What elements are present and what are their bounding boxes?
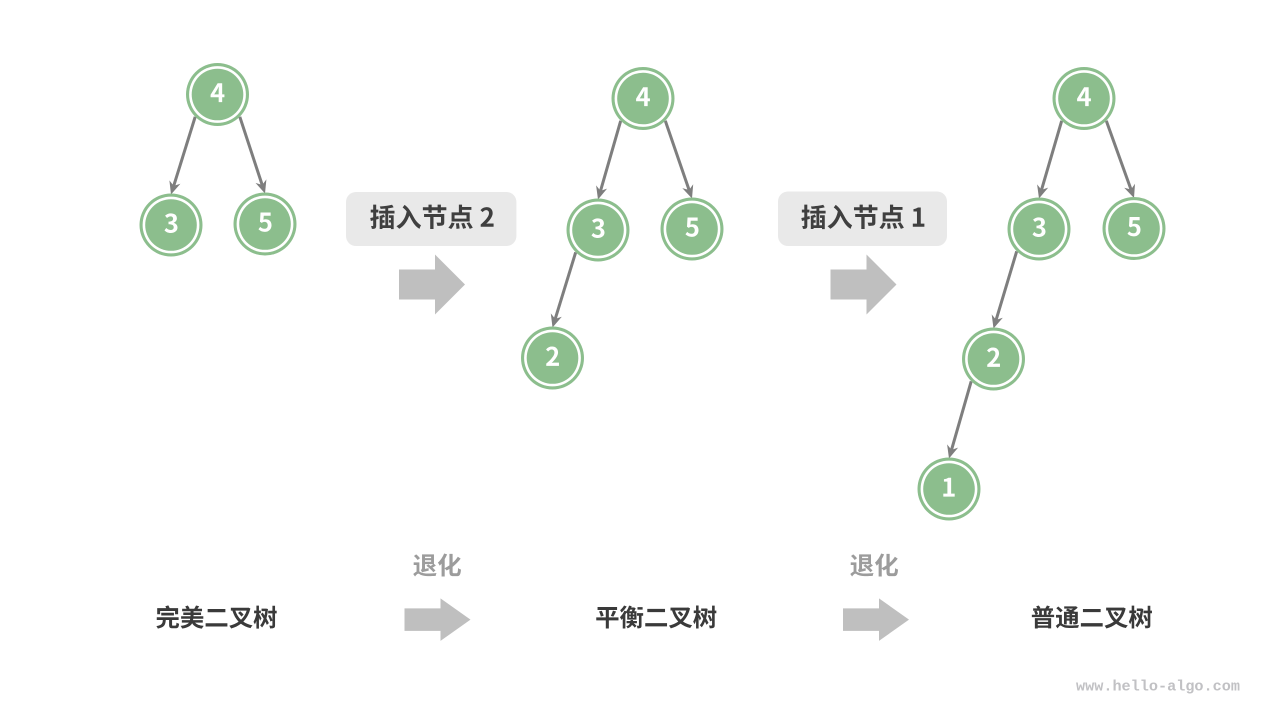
svg-text:www.hello-algo.com: www.hello-algo.com: [1076, 678, 1240, 696]
